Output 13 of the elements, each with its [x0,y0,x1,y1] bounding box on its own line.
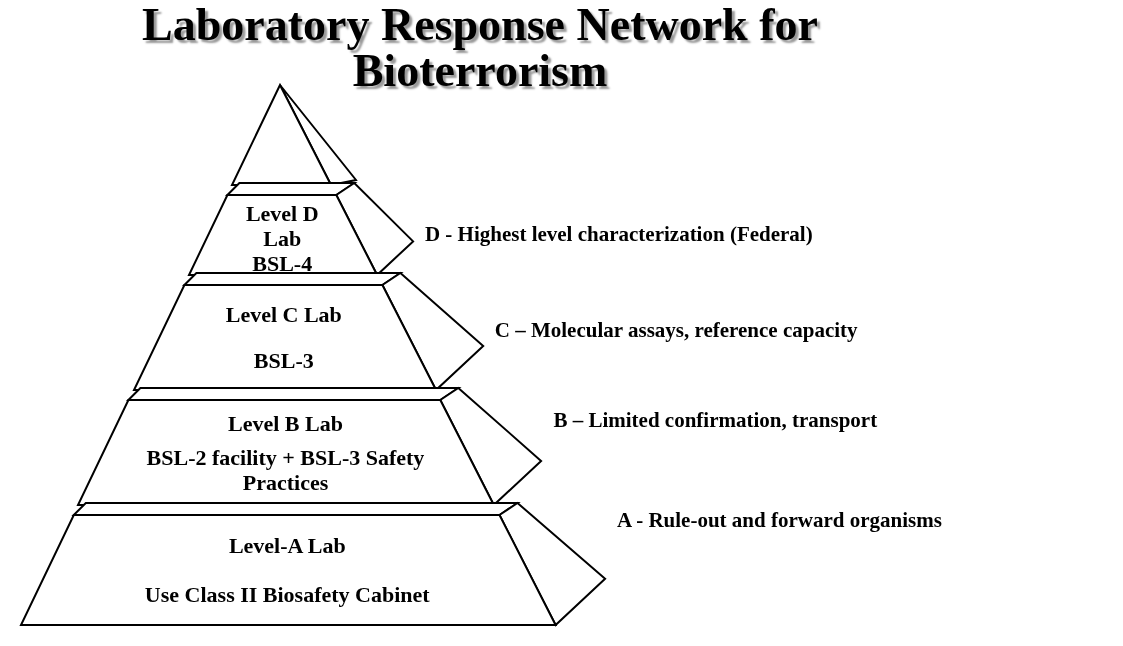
level-description: B – Limited confirmation, transport [553,408,878,433]
tier-label: Level D Lab [244,201,320,251]
tier-label: BSL-3 [253,348,314,374]
level-description: D - Highest level characterization (Federal) [424,222,813,247]
tier-label: Level-A Lab [228,533,346,558]
title: Laboratory Response Network for Bioterrorism [141,2,819,94]
tier-label: BSL-4 [252,251,313,276]
tier-label: BSL-2 facility + BSL-3 Safety Practices [145,444,426,495]
tier-label: Level C Lab [225,301,342,327]
level-description: A - Rule-out and forward organisms [616,508,942,533]
tier-label: Use Class II Biosafety Cabinet [144,582,430,607]
level-description: C – Molecular assays, reference capacity [494,318,858,343]
tier-label: Level B Lab [228,410,343,436]
